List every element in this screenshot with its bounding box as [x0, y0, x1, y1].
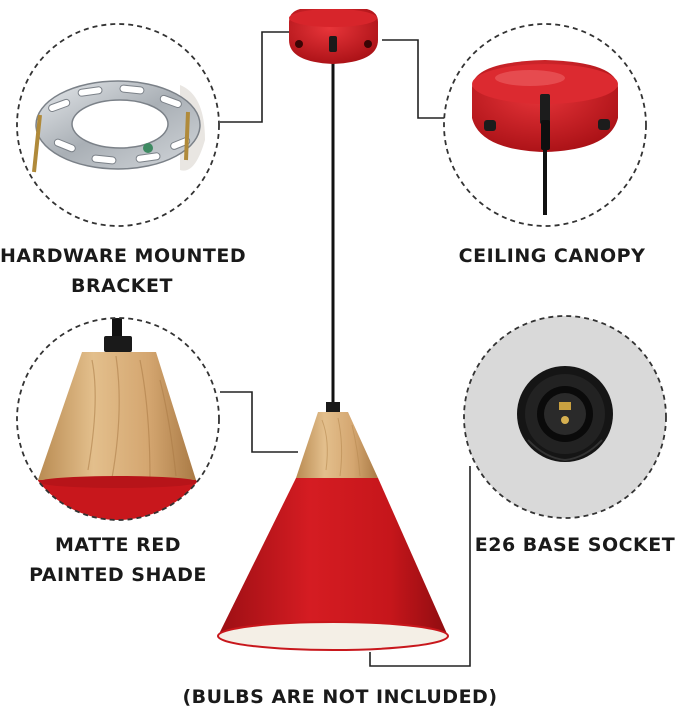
mounting-bracket — [32, 80, 205, 173]
shade-label-line2: PAINTED SHADE — [29, 564, 207, 586]
shade-label: MATTE RED PAINTED SHADE — [10, 530, 226, 590]
bracket-label-line2: BRACKET — [71, 275, 173, 297]
socket-label: E26 BASE SOCKET — [472, 530, 678, 560]
connector-socket — [369, 466, 471, 667]
connector-bracket — [220, 31, 290, 123]
shade-label-line1: MATTE RED — [55, 534, 181, 556]
socket-label-line1: E26 BASE SOCKET — [474, 534, 676, 556]
connector-canopy — [382, 39, 445, 119]
canopy-closeup — [472, 60, 618, 215]
canopy-label-line1: CEILING CANOPY — [458, 245, 646, 267]
ceiling-canopy — [289, 9, 378, 64]
pendant-lamp — [217, 402, 449, 651]
socket-detail-circle — [463, 315, 667, 519]
shade-detail-circle — [16, 317, 220, 521]
connector-lines — [220, 31, 471, 667]
canopy-label: CEILING CANOPY — [446, 241, 658, 271]
e26-socket — [517, 366, 613, 462]
bracket-detail-circle — [16, 23, 220, 227]
bulbs-not-included-note: (BULBS ARE NOT INCLUDED) — [182, 686, 498, 708]
bracket-label-line1: HARDWARE MOUNTED — [0, 245, 247, 267]
connector-shade — [220, 391, 298, 453]
canopy-detail-circle — [443, 23, 647, 227]
bracket-label: HARDWARE MOUNTED BRACKET — [0, 241, 247, 301]
